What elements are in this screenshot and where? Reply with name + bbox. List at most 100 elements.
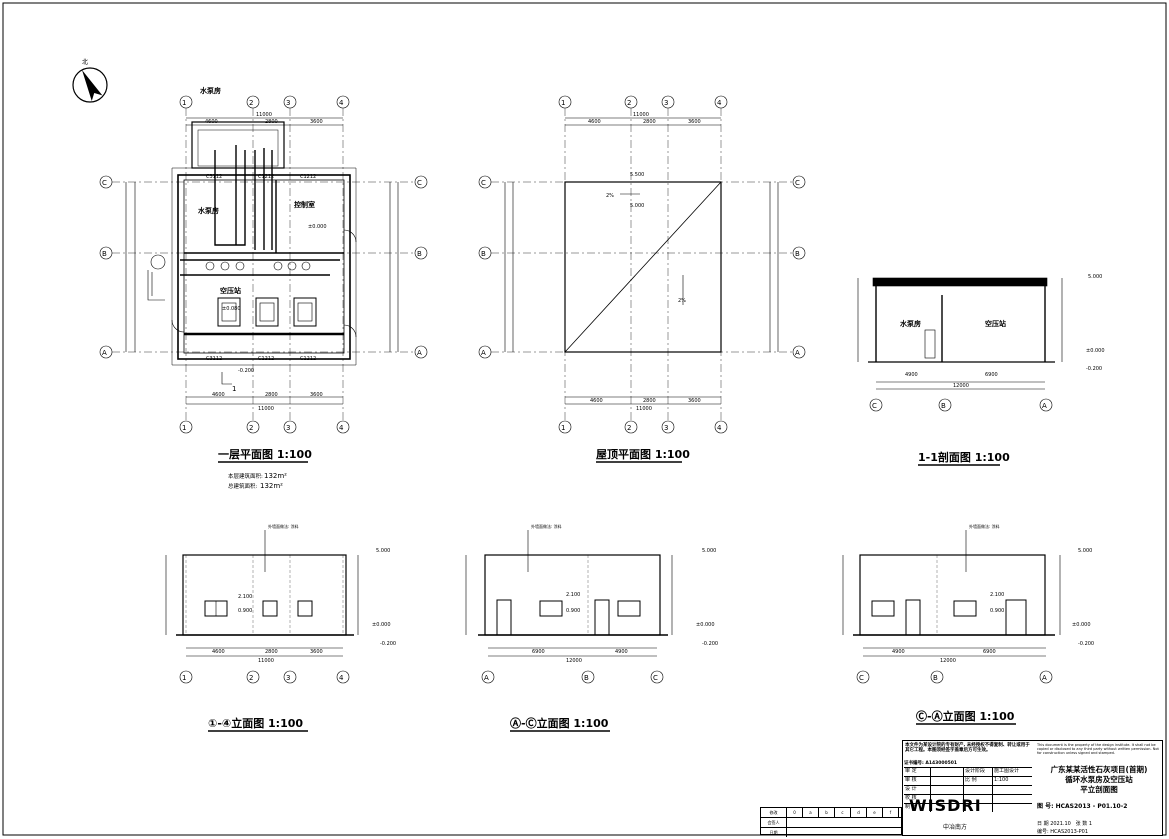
dim-label: 2800 [643,398,656,404]
dim-label: 4600 [588,119,601,125]
revision-table: 修改 0 a b c d e f 会签人 日期 [760,807,902,837]
dim-label: 4900 [905,372,918,378]
level-tag: 0.900 [566,608,580,614]
dim-label: 11000 [633,112,649,118]
dim-label: 4600 [212,649,225,655]
level-tag: 0.900 [238,608,252,614]
section-title: 1-1剖面图 1:100 [918,450,1010,464]
signoff-row: 审 定设计阶段施工图设计 [904,767,1032,776]
level-tag: 2.100 [566,592,580,598]
facade-note: 外墙面做法: 涂料 [531,523,562,529]
axis-label: 1 [182,424,186,432]
axis-label: C [417,179,422,187]
role-label: 审 定 [904,768,931,776]
axis-label: 1 [182,674,186,682]
window-tag: C1212 [258,356,274,362]
axis-label: B [795,250,800,258]
level-tag: 5.000 [376,548,390,554]
window-tag: C3112 [206,174,222,180]
axis-label: B [417,250,422,258]
company-logo: WISDRI [909,796,982,815]
drawing-number-value: HCAS2013 - P01.10-2 [1055,803,1128,810]
title-block: 本文件为某设计院的专有财产, 未经授权不得复制、转让或用于其它工程。本图须经签字… [902,740,1163,836]
room-label-pump: 水泵房 [198,206,219,215]
window-tag: C1212 [300,174,316,180]
dim-label: 4600 [205,119,218,125]
elevation-c-a-title: Ⓒ-Ⓐ立面图 1:100 [916,709,1015,723]
area-label: 本层建筑面积: [228,472,263,480]
ground-floor-labels: 水泵房 水泵房 控制室 空压站 1 2 3 4 1 2 3 4 C B A C … [102,86,422,432]
axis-label: C [872,402,877,410]
role-label: 校 核 [904,795,931,803]
axis-label: 2 [627,99,631,107]
window-tag: C1212 [300,356,316,362]
signoff-row: 设 计 [904,785,1032,794]
elevation-1-4-title: ①-④立面图 1:100 [208,716,303,730]
slope-tag: 2% [678,298,686,304]
dim-label: 12000 [940,658,956,664]
plan-top-label: 水泵房 [200,86,221,95]
area-label: 总建筑面积: [228,482,258,490]
slope-tag: 2% [606,193,614,199]
level-tag: ±0.080 [222,306,241,312]
axis-label: A [481,349,486,357]
axis-label: A [1042,402,1047,410]
section-marker: 1 [232,385,236,393]
dim-label: 3600 [688,398,701,404]
axis-label: 3 [286,674,290,682]
dim-label: 12000 [566,658,582,664]
axis-label: A [1042,674,1047,682]
axis-label: 3 [286,424,290,432]
elevation-a-c-title: Ⓐ-Ⓒ立面图 1:100 [510,716,609,730]
axis-label: B [102,250,107,258]
level-tag: 0.900 [990,608,1004,614]
revision-row: 日期 [761,828,901,837]
axis-label: B [481,250,486,258]
elevation-a-c-labels: 外墙面做法: 涂料 2.100 0.900 5.000 ±0.000 -0.20… [484,523,718,682]
dim-label: 4900 [615,649,628,655]
axis-label: A [484,674,489,682]
stage-label: 设计阶段 [964,768,993,776]
axis-bubbles-right [414,175,428,359]
roof-plan-labels: 1 2 3 4 1 2 3 4 C B A C B A 4600 2800 36… [481,99,800,432]
level-tag: 5.000 [630,203,644,209]
role-label: 制 图 [904,804,931,812]
sheet-label: 张 数 [1075,821,1088,827]
dim-label: 6900 [985,372,998,378]
rev-row-label: 会签人 [761,818,787,827]
dim-label: 2800 [643,119,656,125]
dim-label: 12000 [953,383,969,389]
dim-label: 2800 [265,392,278,398]
rev-col: e [867,808,883,817]
rev-col: f [883,808,899,817]
dim-label: 3600 [688,119,701,125]
drawing-number-label: 图 号: [1037,803,1054,810]
rev-col: 0 [787,808,803,817]
level-tag: -0.200 [238,368,254,374]
axis-label: 4 [717,99,722,107]
axis-label: C [102,179,107,187]
axis-label: A [795,349,800,357]
level-tag: -0.200 [1078,641,1094,647]
axis-label: 2 [249,674,253,682]
dim-label: 11000 [636,406,652,412]
area-value: 132m² [260,482,283,490]
axis-label: B [941,402,946,410]
axis-bubbles-top [179,95,350,109]
window-tag: C1212 [258,174,274,180]
axis-label: B [933,674,938,682]
axis-label: A [417,349,422,357]
facade-note: 外墙面做法: 涂料 [268,523,299,529]
roof-plan [478,95,806,434]
axis-label: 2 [627,424,631,432]
axis-label: C [481,179,486,187]
axis-label: C [653,674,658,682]
role-label: 审 核 [904,777,931,785]
rev-row-label: 修改 [761,808,787,817]
level-tag: ±0.000 [372,622,391,628]
dim-label: 11000 [256,112,272,118]
